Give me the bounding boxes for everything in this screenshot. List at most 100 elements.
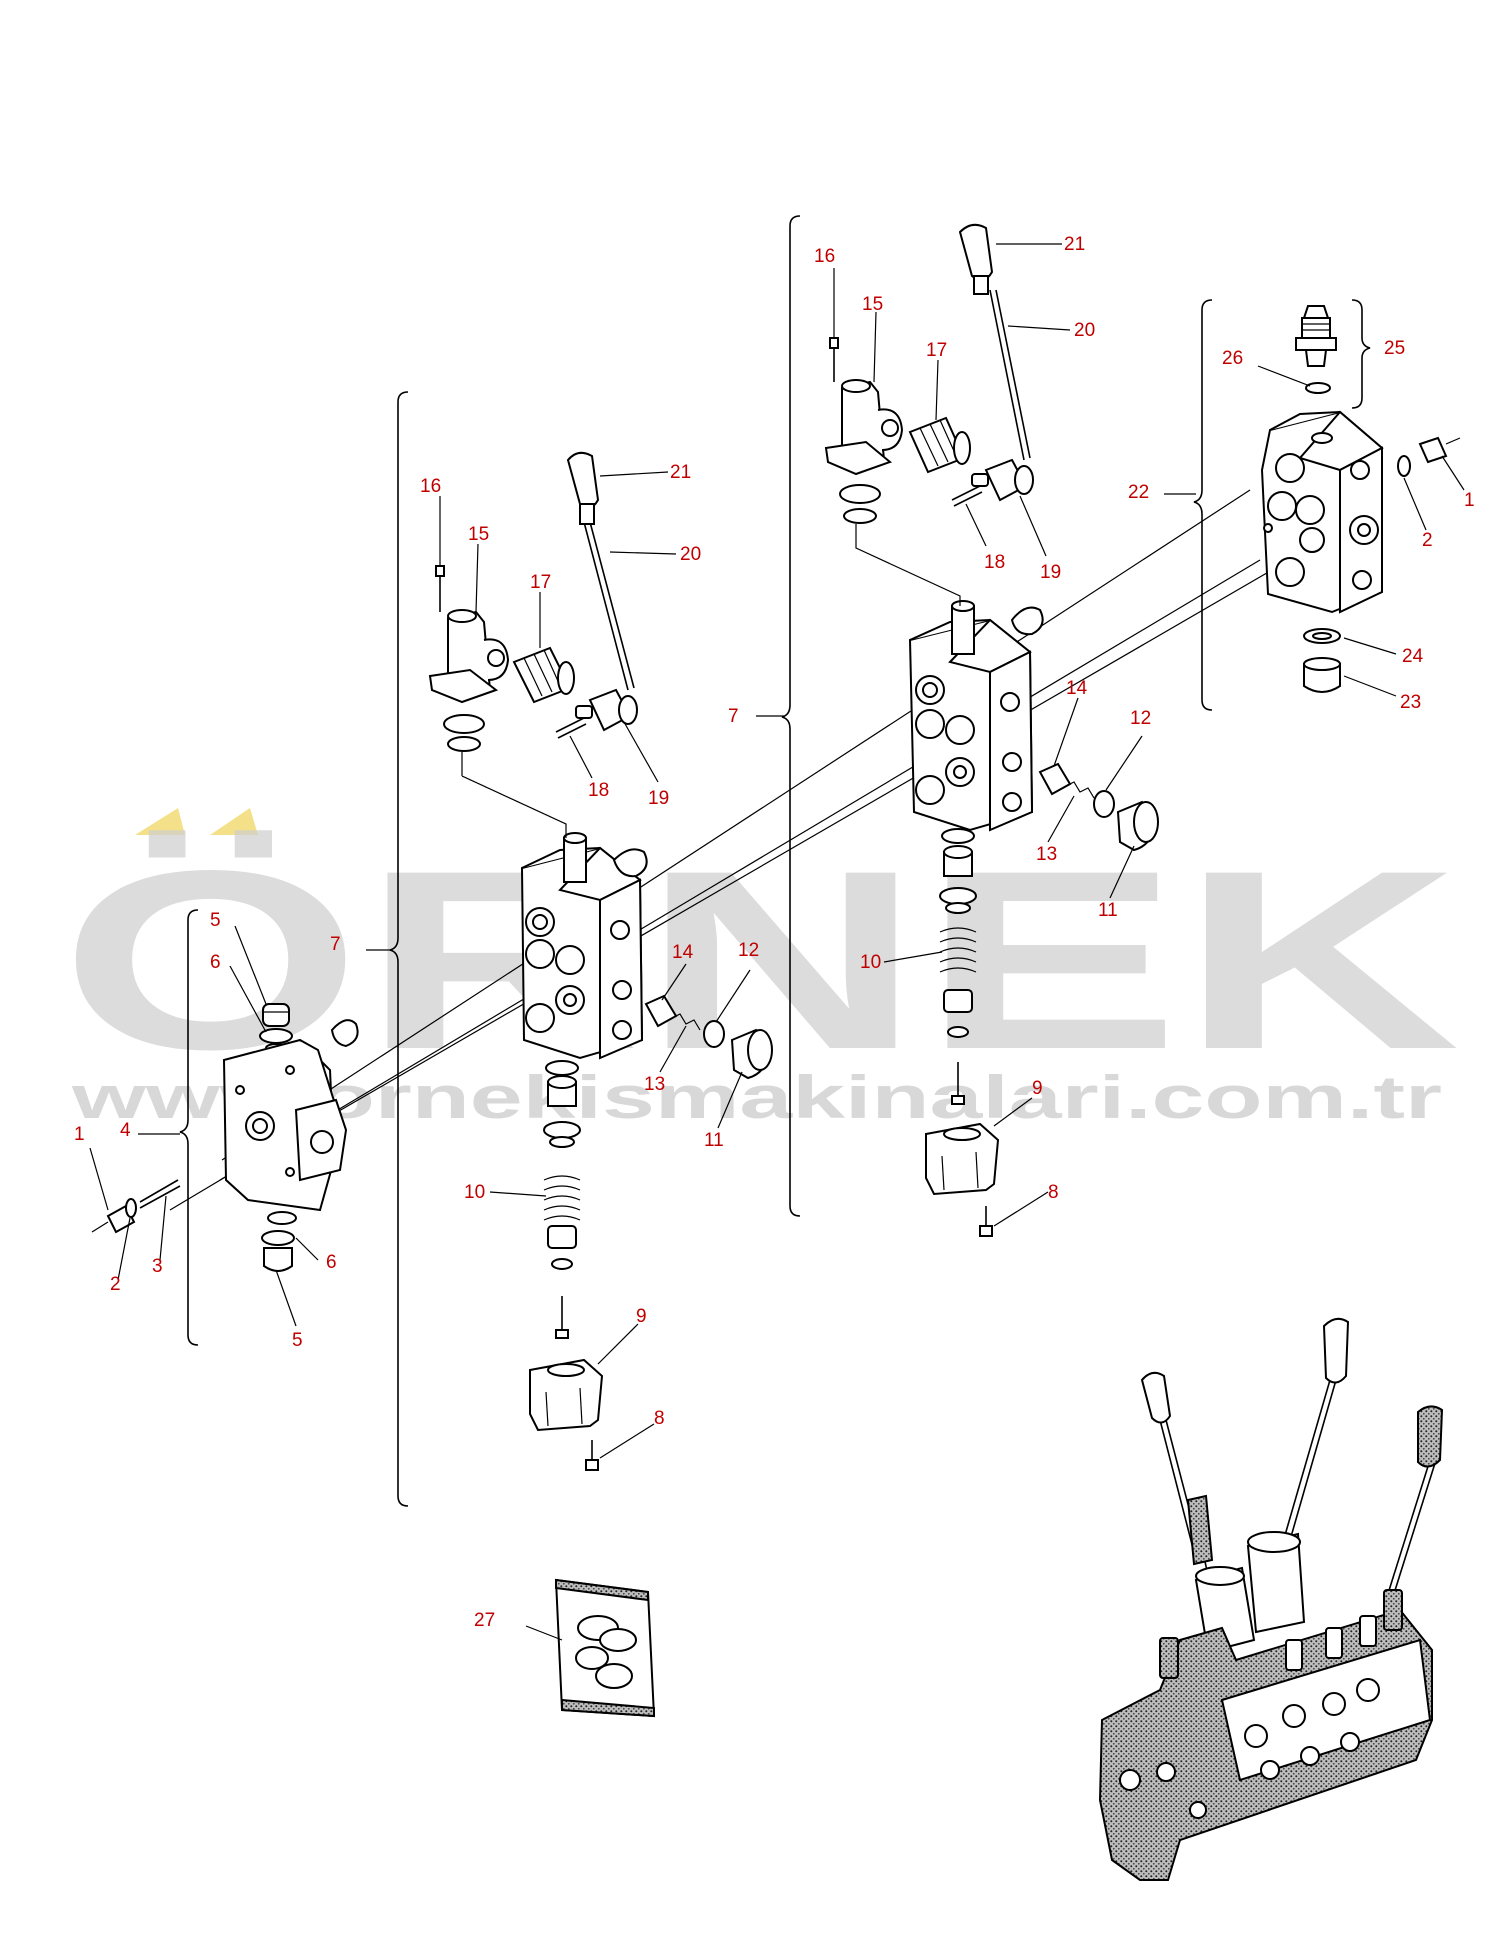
bracket-left [179, 909, 199, 1346]
o-ring-right [1010, 606, 1044, 636]
bracket-right [781, 215, 801, 1217]
callout-8-middle: 8 [654, 1408, 665, 1429]
relief-valve-right [1038, 762, 1159, 852]
watermark-accent-right [210, 808, 258, 835]
bolt-16-right [829, 337, 839, 382]
callout-1-left: 1 [74, 1124, 85, 1145]
washer-right [1397, 455, 1411, 477]
callout-9-middle: 9 [636, 1306, 647, 1327]
callout-16-middle: 16 [420, 476, 441, 497]
callout-5-top: 5 [210, 910, 221, 931]
pin-18-middle [555, 717, 585, 733]
callout-3: 3 [152, 1256, 163, 1277]
valve-section-right [908, 600, 1034, 832]
plug-23 [1303, 663, 1341, 693]
bracket-fitting [1351, 299, 1371, 409]
bracket-end [1193, 299, 1213, 711]
callout-9-right: 9 [1032, 1078, 1043, 1099]
seal-kit: 27 [474, 1578, 656, 1718]
seal-26 [1305, 382, 1331, 394]
callout-7-right: 7 [728, 706, 739, 727]
relief-valve-middle [644, 994, 773, 1080]
screw-8-right [979, 1206, 993, 1237]
relief-fitting [1295, 305, 1337, 367]
callout-6-top: 6 [210, 952, 221, 973]
callout-20-right: 20 [1074, 320, 1095, 341]
callout-18-middle: 18 [588, 780, 609, 801]
callout-11-right: 11 [1098, 900, 1118, 921]
plug-top [262, 1003, 290, 1027]
callout-13-right: 13 [1036, 844, 1057, 865]
callout-20-middle: 20 [680, 544, 701, 565]
clevis-middle [575, 688, 638, 732]
callout-22: 22 [1128, 482, 1149, 503]
callout-6-bottom: 6 [326, 1252, 337, 1273]
callout-15-right: 15 [862, 294, 883, 315]
callout-7-middle: 7 [330, 934, 341, 955]
watermark-accent-left [135, 808, 185, 835]
o-ring-left [330, 1019, 359, 1048]
callout-26: 26 [1222, 348, 1243, 369]
callout-8-right: 8 [1048, 1182, 1059, 1203]
assembled-ports [1119, 1678, 1380, 1819]
left-inlet-cover-group: 5 6 4 1 2 3 6 5 [74, 910, 359, 1351]
assembled-relief-caps [1159, 1589, 1403, 1679]
callout-14-middle: 14 [672, 942, 694, 963]
control-lever-right [958, 223, 1031, 461]
nut-right [1418, 436, 1448, 464]
spool-stack-middle [543, 1060, 581, 1339]
callout-5-bottom: 5 [292, 1330, 303, 1351]
spring-assembly-middle [512, 646, 575, 704]
callout-12-right: 12 [1130, 708, 1151, 729]
seal-under-housing-right [839, 484, 881, 504]
callout-1-right: 1 [1464, 490, 1475, 511]
inlet-cover-body [222, 1038, 348, 1212]
outlet-cover-group: 26 25 22 2 1 24 23 [1128, 305, 1475, 713]
seal-ring-top [259, 1028, 293, 1044]
callout-19-middle: 19 [648, 788, 669, 809]
callout-21-right: 21 [1064, 234, 1085, 255]
callout-11-middle: 11 [704, 1130, 724, 1151]
o-ring-middle [612, 848, 648, 878]
spool-stack-right [939, 828, 977, 1105]
callout-15-middle: 15 [468, 524, 489, 545]
bolt-16-middle [435, 565, 445, 612]
assembled-valve-view [1098, 1317, 1444, 1881]
callout-10-middle: 10 [464, 1182, 485, 1203]
callout-19-right: 19 [1040, 562, 1061, 583]
callout-21-middle: 21 [670, 462, 691, 483]
callout-27: 27 [474, 1610, 495, 1631]
plug-bottom [263, 1247, 293, 1272]
washer-left [125, 1198, 137, 1218]
middle-section-group: 16 15 17 21 20 18 19 7 14 12 13 11 10 9 … [330, 451, 773, 1471]
tie-rods [169, 489, 1311, 1211]
right-section-group: 16 15 17 21 20 18 19 7 14 12 13 11 10 9 … [728, 223, 1159, 1237]
seal-ring-bottom [267, 1211, 297, 1225]
lever-housing-middle [428, 609, 510, 704]
callout-14-right: 14 [1066, 678, 1088, 699]
callout-10-right: 10 [860, 952, 881, 973]
spring-assembly-right [908, 416, 971, 474]
outlet-cover-body [1260, 410, 1384, 614]
callout-18-right: 18 [984, 552, 1005, 573]
callout-12-middle: 12 [738, 940, 759, 961]
callout-13-middle: 13 [644, 1074, 665, 1095]
callout-23: 23 [1400, 692, 1421, 713]
callout-2-left: 2 [110, 1274, 121, 1295]
callout-4: 4 [120, 1120, 131, 1141]
callout-24: 24 [1402, 646, 1424, 667]
pin-18-right [951, 485, 981, 501]
screw-8-middle [585, 1440, 599, 1471]
callout-2-right: 2 [1422, 530, 1433, 551]
callout-17-right: 17 [926, 340, 947, 361]
lever-housing-right [824, 379, 904, 476]
clevis-right [971, 458, 1034, 502]
stud-rod [139, 1179, 179, 1203]
seal-under-housing-middle [443, 714, 485, 734]
control-lever-middle [566, 451, 635, 691]
callout-17-middle: 17 [530, 572, 551, 593]
spool-cap-middle [529, 1358, 604, 1432]
callout-16-right: 16 [814, 246, 835, 267]
